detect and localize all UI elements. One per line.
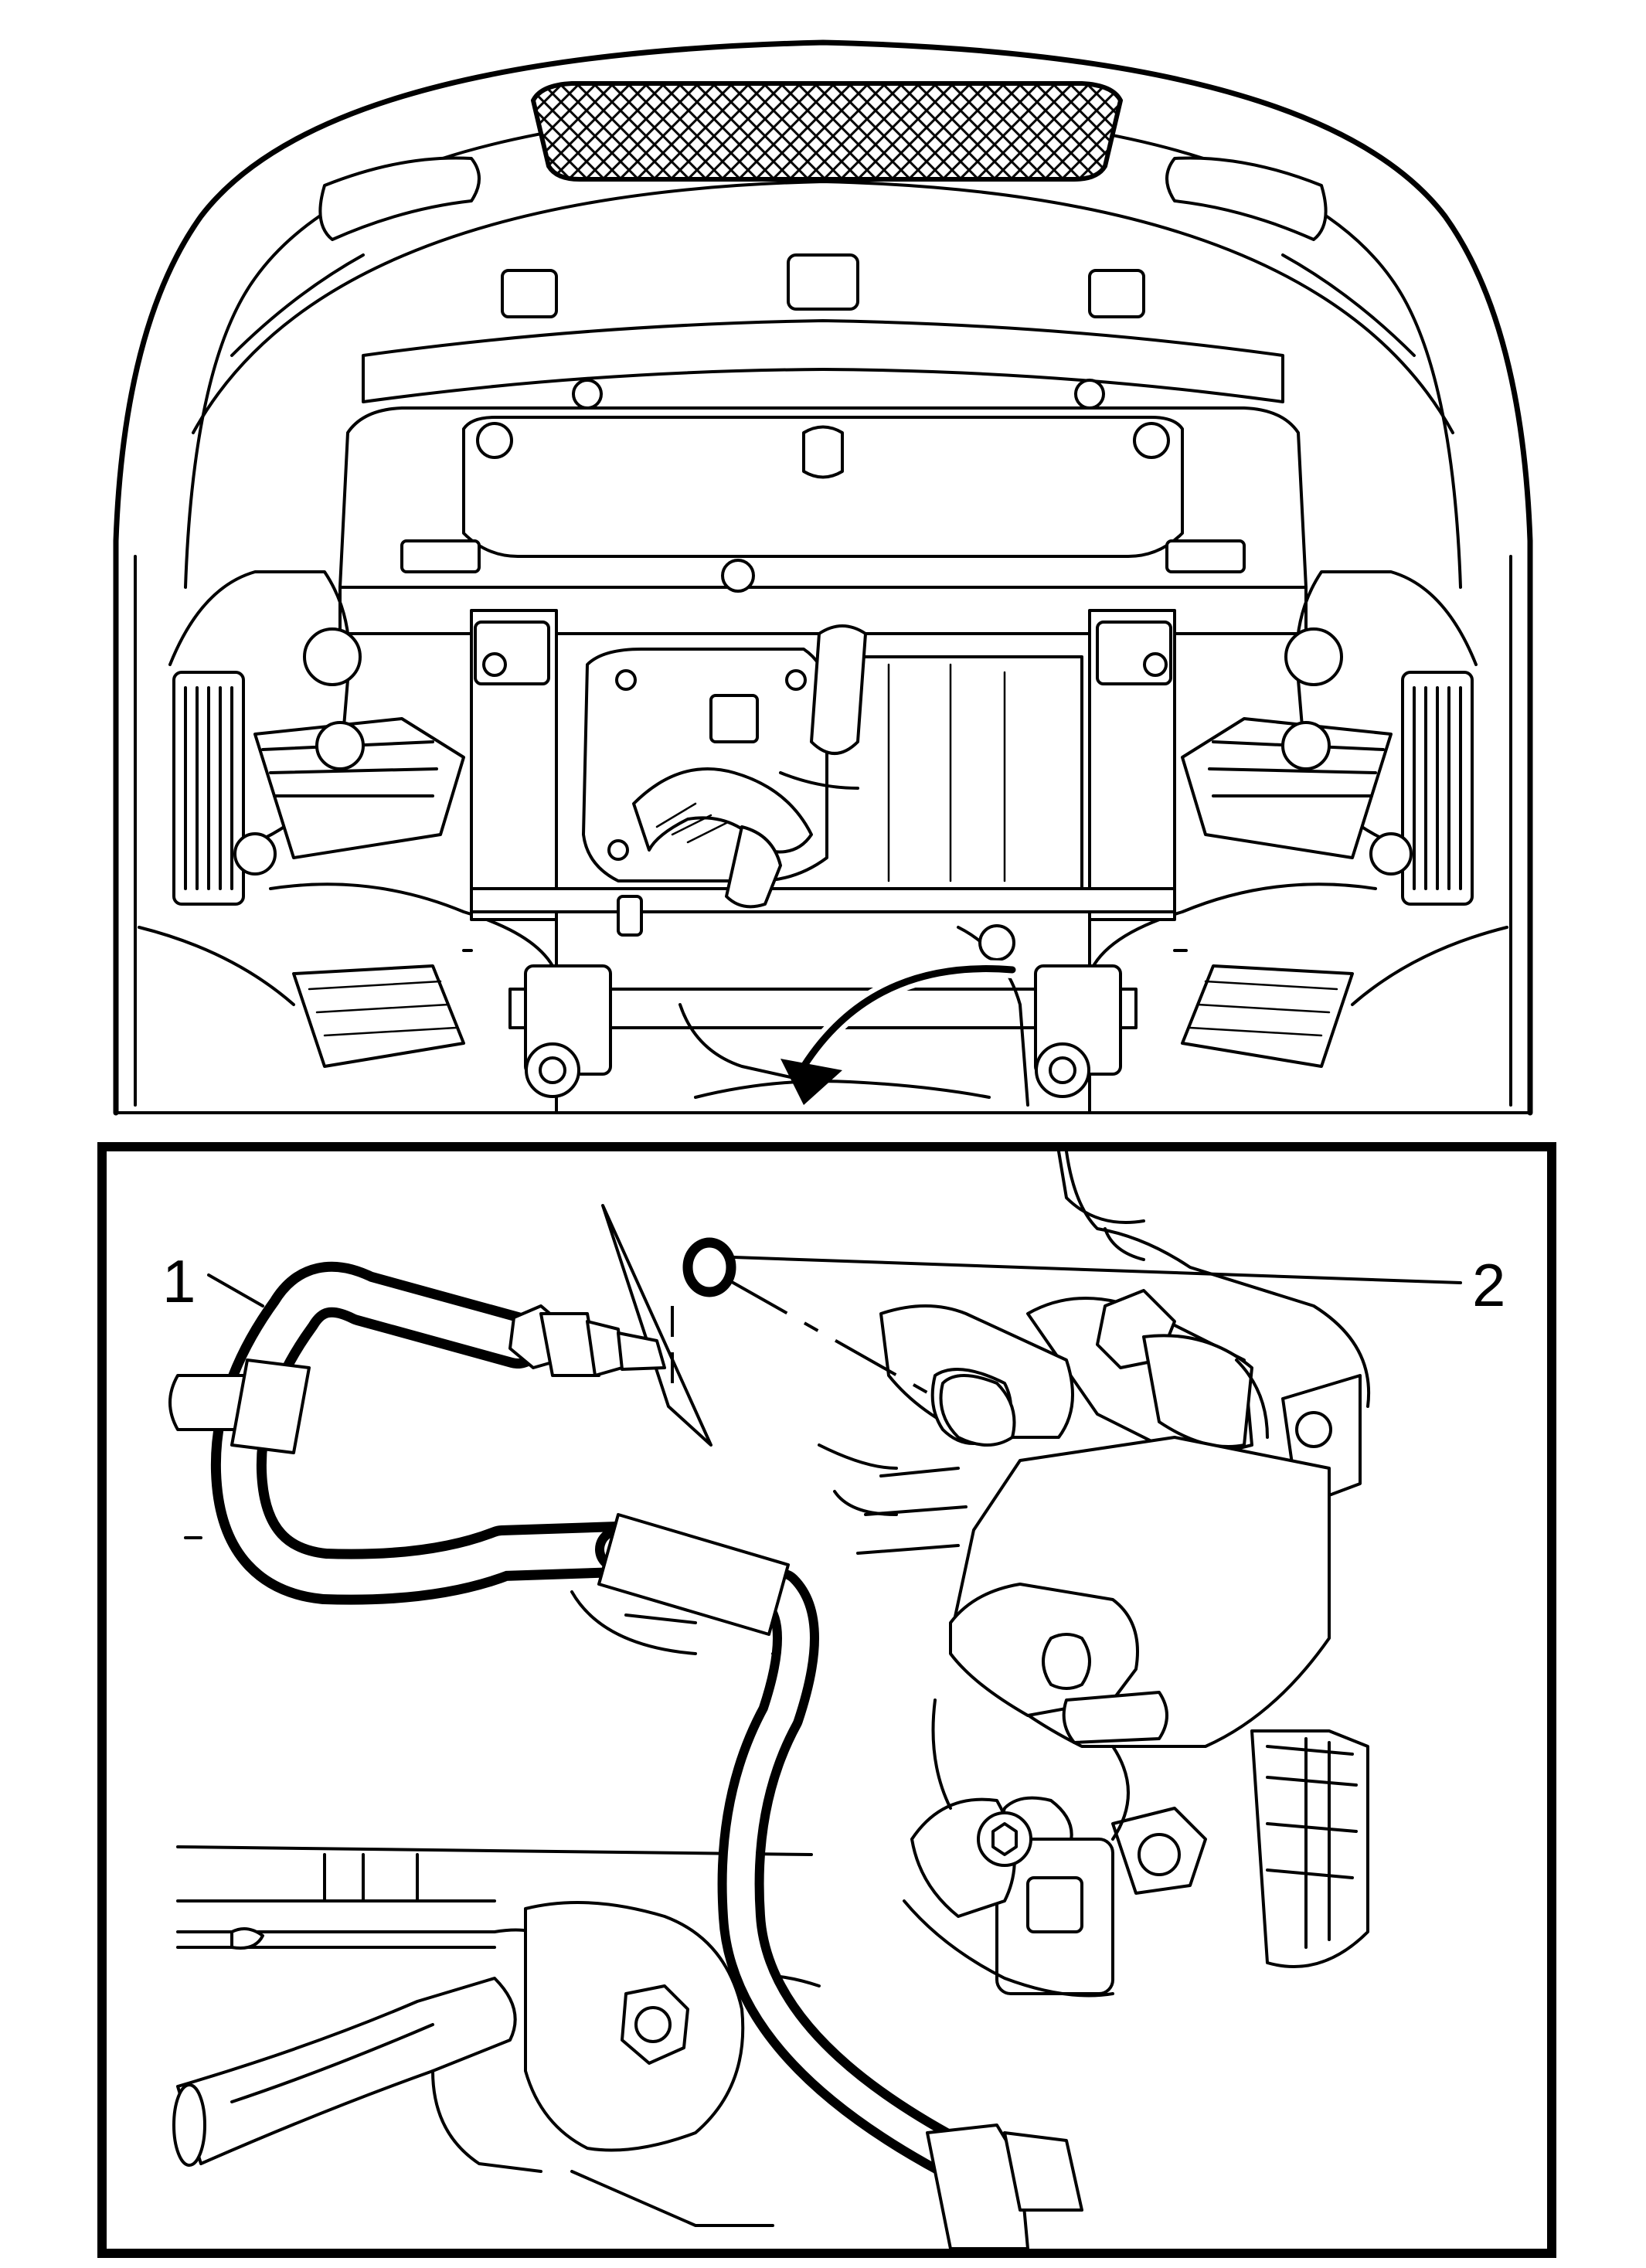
left-suspension-assembly: [138, 570, 558, 1068]
detail-inset-frame: [97, 1142, 1556, 2258]
lower-grille: [530, 81, 1124, 182]
front-fascia-outline: [113, 39, 1533, 1116]
o-ring-seal: [682, 1237, 736, 1297]
alignment-indicator: [601, 1204, 712, 1447]
left-fog-lamp-opening: [318, 156, 481, 241]
front-splash-shield: [362, 319, 1284, 403]
detail-direction-arrow: [780, 960, 1021, 1105]
steering-gear-housing: [856, 1151, 1371, 1998]
inlet-fitting-port: [939, 1374, 1016, 1447]
transmission-and-hoses: [632, 624, 1083, 1107]
right-suspension-assembly: [1088, 570, 1508, 1068]
detail-inset: 1 2: [97, 1142, 1556, 2258]
callout-2-leader: [733, 1256, 1462, 1284]
right-fog-lamp-opening: [1165, 156, 1328, 241]
callout-2-label: 2: [1472, 1251, 1505, 1319]
bumper-beam: [338, 406, 1308, 589]
front-subframe: [462, 609, 1188, 1114]
power-steering-pressure-pipe: [168, 1261, 1083, 2249]
callout-1-label: 1: [162, 1247, 196, 1315]
callout-1-leader: [207, 1273, 264, 1307]
vehicle-underside-view: [113, 39, 1533, 1116]
lower-crossmember: [172, 1845, 821, 2227]
